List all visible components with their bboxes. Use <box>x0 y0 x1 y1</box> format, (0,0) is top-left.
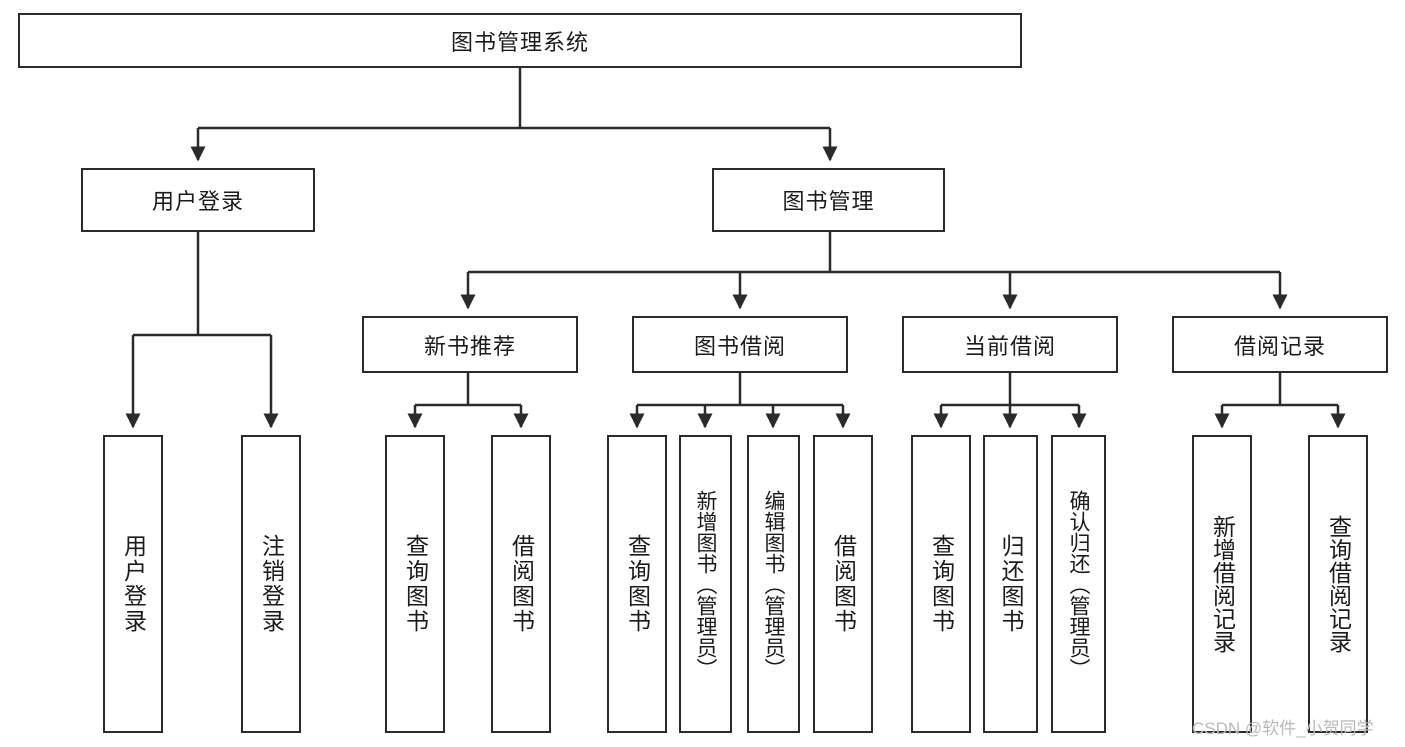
node-label: 新增借阅记录 <box>1209 515 1236 653</box>
node-leaf-add-book-admin[interactable]: 新增图书（管理员） <box>679 435 732 733</box>
node-label: 编辑图书（管理员） <box>762 489 785 679</box>
node-label: 查询图书 <box>402 534 429 634</box>
node-leaf-query-borrow-record[interactable]: 查询借阅记录 <box>1308 435 1368 733</box>
node-leaf-edit-book-admin[interactable]: 编辑图书（管理员） <box>747 435 800 733</box>
node-label: 借阅图书 <box>830 534 857 634</box>
node-label: 归还图书 <box>998 534 1024 634</box>
node-new-book-recommend[interactable]: 新书推荐 <box>362 316 578 373</box>
node-leaf-user-login[interactable]: 用户登录 <box>103 435 163 733</box>
node-label: 新书推荐 <box>423 333 516 359</box>
node-leaf-add-borrow-record[interactable]: 新增借阅记录 <box>1192 435 1252 733</box>
node-label: 查询借阅记录 <box>1325 515 1352 653</box>
node-label: 注销登录 <box>258 534 285 634</box>
node-root-book-management-system[interactable]: 图书管理系统 <box>18 13 1022 68</box>
node-borrow-record[interactable]: 借阅记录 <box>1172 316 1388 373</box>
node-current-borrow[interactable]: 当前借阅 <box>902 316 1118 373</box>
node-leaf-borrow-book[interactable]: 借阅图书 <box>813 435 873 733</box>
node-label: 图书管理系统 <box>450 29 589 55</box>
node-label: 用户登录 <box>151 189 244 214</box>
node-leaf-query-book-current[interactable]: 查询图书 <box>911 435 971 733</box>
node-label: 借阅记录 <box>1233 333 1326 359</box>
node-book-management[interactable]: 图书管理 <box>712 168 945 232</box>
node-label: 图书借阅 <box>693 333 786 359</box>
node-book-borrow[interactable]: 图书借阅 <box>632 316 848 373</box>
node-label: 确认归还（管理员） <box>1067 489 1090 679</box>
node-label: 借阅图书 <box>508 534 535 634</box>
node-label: 新增图书（管理员） <box>694 489 717 679</box>
node-leaf-confirm-return-admin[interactable]: 确认归还（管理员） <box>1051 435 1106 733</box>
node-leaf-logout[interactable]: 注销登录 <box>241 435 301 733</box>
node-label: 图书管理 <box>782 189 875 214</box>
csdn-watermark: CSDN @软件_小贺同学 <box>1192 719 1374 738</box>
node-label: 查询图书 <box>624 534 651 634</box>
node-label: 当前借阅 <box>963 333 1056 359</box>
node-leaf-return-book[interactable]: 归还图书 <box>983 435 1038 733</box>
node-leaf-query-book-borrow[interactable]: 查询图书 <box>607 435 667 733</box>
node-label: 用户登录 <box>120 534 147 634</box>
node-leaf-query-book-recommend[interactable]: 查询图书 <box>385 435 445 733</box>
node-user-login[interactable]: 用户登录 <box>81 168 315 232</box>
node-label: 查询图书 <box>928 534 955 634</box>
node-leaf-borrow-book-recommend[interactable]: 借阅图书 <box>491 435 551 733</box>
